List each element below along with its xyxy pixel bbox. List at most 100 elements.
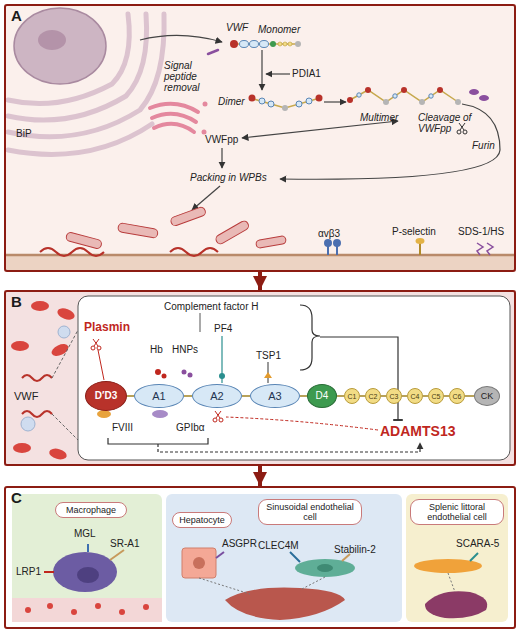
protein-domain: C4 [407, 388, 423, 404]
vwf-multimer-glyph-part [22, 411, 52, 417]
vwf-dimer-part [306, 98, 312, 104]
annotation-label: ADAMTS13 [380, 424, 455, 439]
tissue-cell [25, 603, 149, 615]
domain-linker [381, 395, 386, 397]
weibel-palade-body-part [117, 223, 158, 239]
receptor-part [470, 553, 478, 561]
process-arrow-part [324, 101, 346, 102]
glycan-receptor-part [477, 243, 483, 255]
golgi-apparatus-part [202, 130, 207, 135]
cofactor-bracket [108, 438, 420, 452]
macrophage-cell [53, 552, 117, 592]
plasma-membrane [4, 255, 516, 270]
annotation-label: Complement factor H [164, 301, 258, 312]
annotation-label: PF4 [214, 323, 232, 334]
annotation-label: MGL [74, 528, 96, 539]
vwfpp-fragment-part [479, 95, 489, 101]
regulator-bracket [300, 305, 398, 420]
hemoglobin-part [155, 369, 161, 375]
neutrophil-peptide [182, 370, 193, 378]
receptor [470, 553, 478, 561]
zoom-line [199, 577, 325, 594]
receptor-part [290, 552, 300, 562]
macrophage-area-part [12, 494, 162, 622]
released-vwf [40, 248, 218, 256]
protein-domain: C2 [365, 388, 381, 404]
sinusoidal-cell-part [317, 564, 333, 572]
annotation-label: LRP1 [16, 566, 41, 577]
vwf-multimer-part [347, 97, 353, 103]
fviii [97, 410, 111, 418]
liver-organ-part [225, 588, 345, 621]
scissors-part [91, 346, 95, 350]
panel-letter: A [11, 8, 22, 24]
figure-panel: A [4, 4, 516, 272]
clearance-background [4, 486, 516, 629]
annotation-label: VWF [14, 390, 38, 402]
scissors-part [93, 339, 99, 346]
vwf-multimer-part [455, 99, 461, 105]
spleen-organ [425, 591, 487, 618]
p-selectin-receptor-part [416, 238, 425, 244]
cell-type-name: Macrophage [66, 505, 116, 515]
process-arrow-part [192, 186, 220, 210]
clearance-background-part [4, 486, 516, 629]
scissors-part [457, 130, 461, 134]
vwf-monomer-part [260, 41, 269, 48]
tsp1-binding-part [264, 372, 272, 378]
zoom-box [78, 296, 510, 460]
annotation-label: SDS-1/HS [458, 226, 504, 237]
annotation-label: CLEC4M [258, 540, 299, 551]
cell-type-name: Hepatocyte [179, 515, 225, 525]
annotation-label: Plasmin [84, 321, 130, 334]
red-blood-cell-part [11, 341, 29, 351]
figure-panel: BD′D3A1A2A3D4C1C2C3C4C5C6CK [4, 290, 516, 466]
domain-linker [184, 395, 192, 397]
p-selectin-receptor-part [419, 243, 421, 255]
process-arrow-part [266, 73, 290, 74]
panel-letter: C [11, 490, 22, 506]
weibel-palade-body-part [256, 235, 287, 248]
process-arrow-part [140, 35, 222, 42]
domain-linker [402, 395, 407, 397]
annotation-label: FVIII [112, 422, 133, 433]
domain-name: C5 [432, 393, 441, 400]
red-blood-cell-part [31, 301, 49, 311]
vwf-monomer [230, 40, 301, 48]
annotation-label: PDIA1 [292, 68, 321, 79]
plasmin-site [98, 350, 104, 380]
fviii-part [97, 410, 111, 418]
gpib-alpha [152, 410, 168, 418]
domain-name: C1 [348, 393, 357, 400]
tissue-cell-part [143, 604, 149, 610]
tissue-cell-part [71, 609, 77, 615]
vwf-dimer-part [268, 101, 274, 107]
red-blood-cell-part [56, 306, 76, 322]
hepatocyte-cell [182, 548, 216, 578]
weibel-palade-body-part [65, 231, 102, 249]
vwf-dimer-part [282, 105, 288, 111]
vwf-multimer-part [429, 94, 433, 98]
hemoglobin-part [162, 374, 167, 379]
tsp1-binding [264, 362, 272, 383]
zoom-box-part [78, 296, 510, 460]
scissors [457, 123, 467, 134]
annotation-label: VWF [226, 22, 248, 33]
vwf-monomer-part [278, 42, 282, 46]
cell-cytoplasm-part [4, 4, 516, 272]
plasma-membrane-part [4, 254, 516, 257]
scissors [213, 411, 223, 422]
vwf-dimer-part [296, 101, 302, 107]
process-arrow-part [280, 104, 500, 179]
macrophage-cell-part [53, 552, 117, 592]
macrophage-area [12, 494, 162, 622]
macrophage-area-part [12, 598, 162, 622]
domain-linker [242, 395, 250, 397]
vwf-monomer-part [240, 41, 249, 48]
vwf-multimer [347, 87, 461, 105]
receptor-part [44, 571, 54, 573]
pf4-binding-part [219, 373, 225, 379]
vwf-monomer-part [283, 42, 287, 46]
annotation-label: VWFpp [205, 134, 238, 145]
